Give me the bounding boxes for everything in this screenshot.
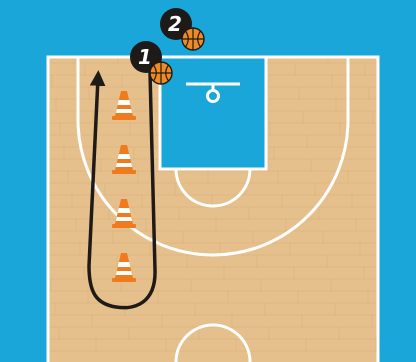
basketball-icon: [150, 62, 172, 84]
basketball-icon: [182, 28, 204, 50]
paint-area: [160, 57, 266, 169]
player-1-label: 1: [138, 45, 152, 69]
player-2-label: 2: [168, 12, 182, 36]
